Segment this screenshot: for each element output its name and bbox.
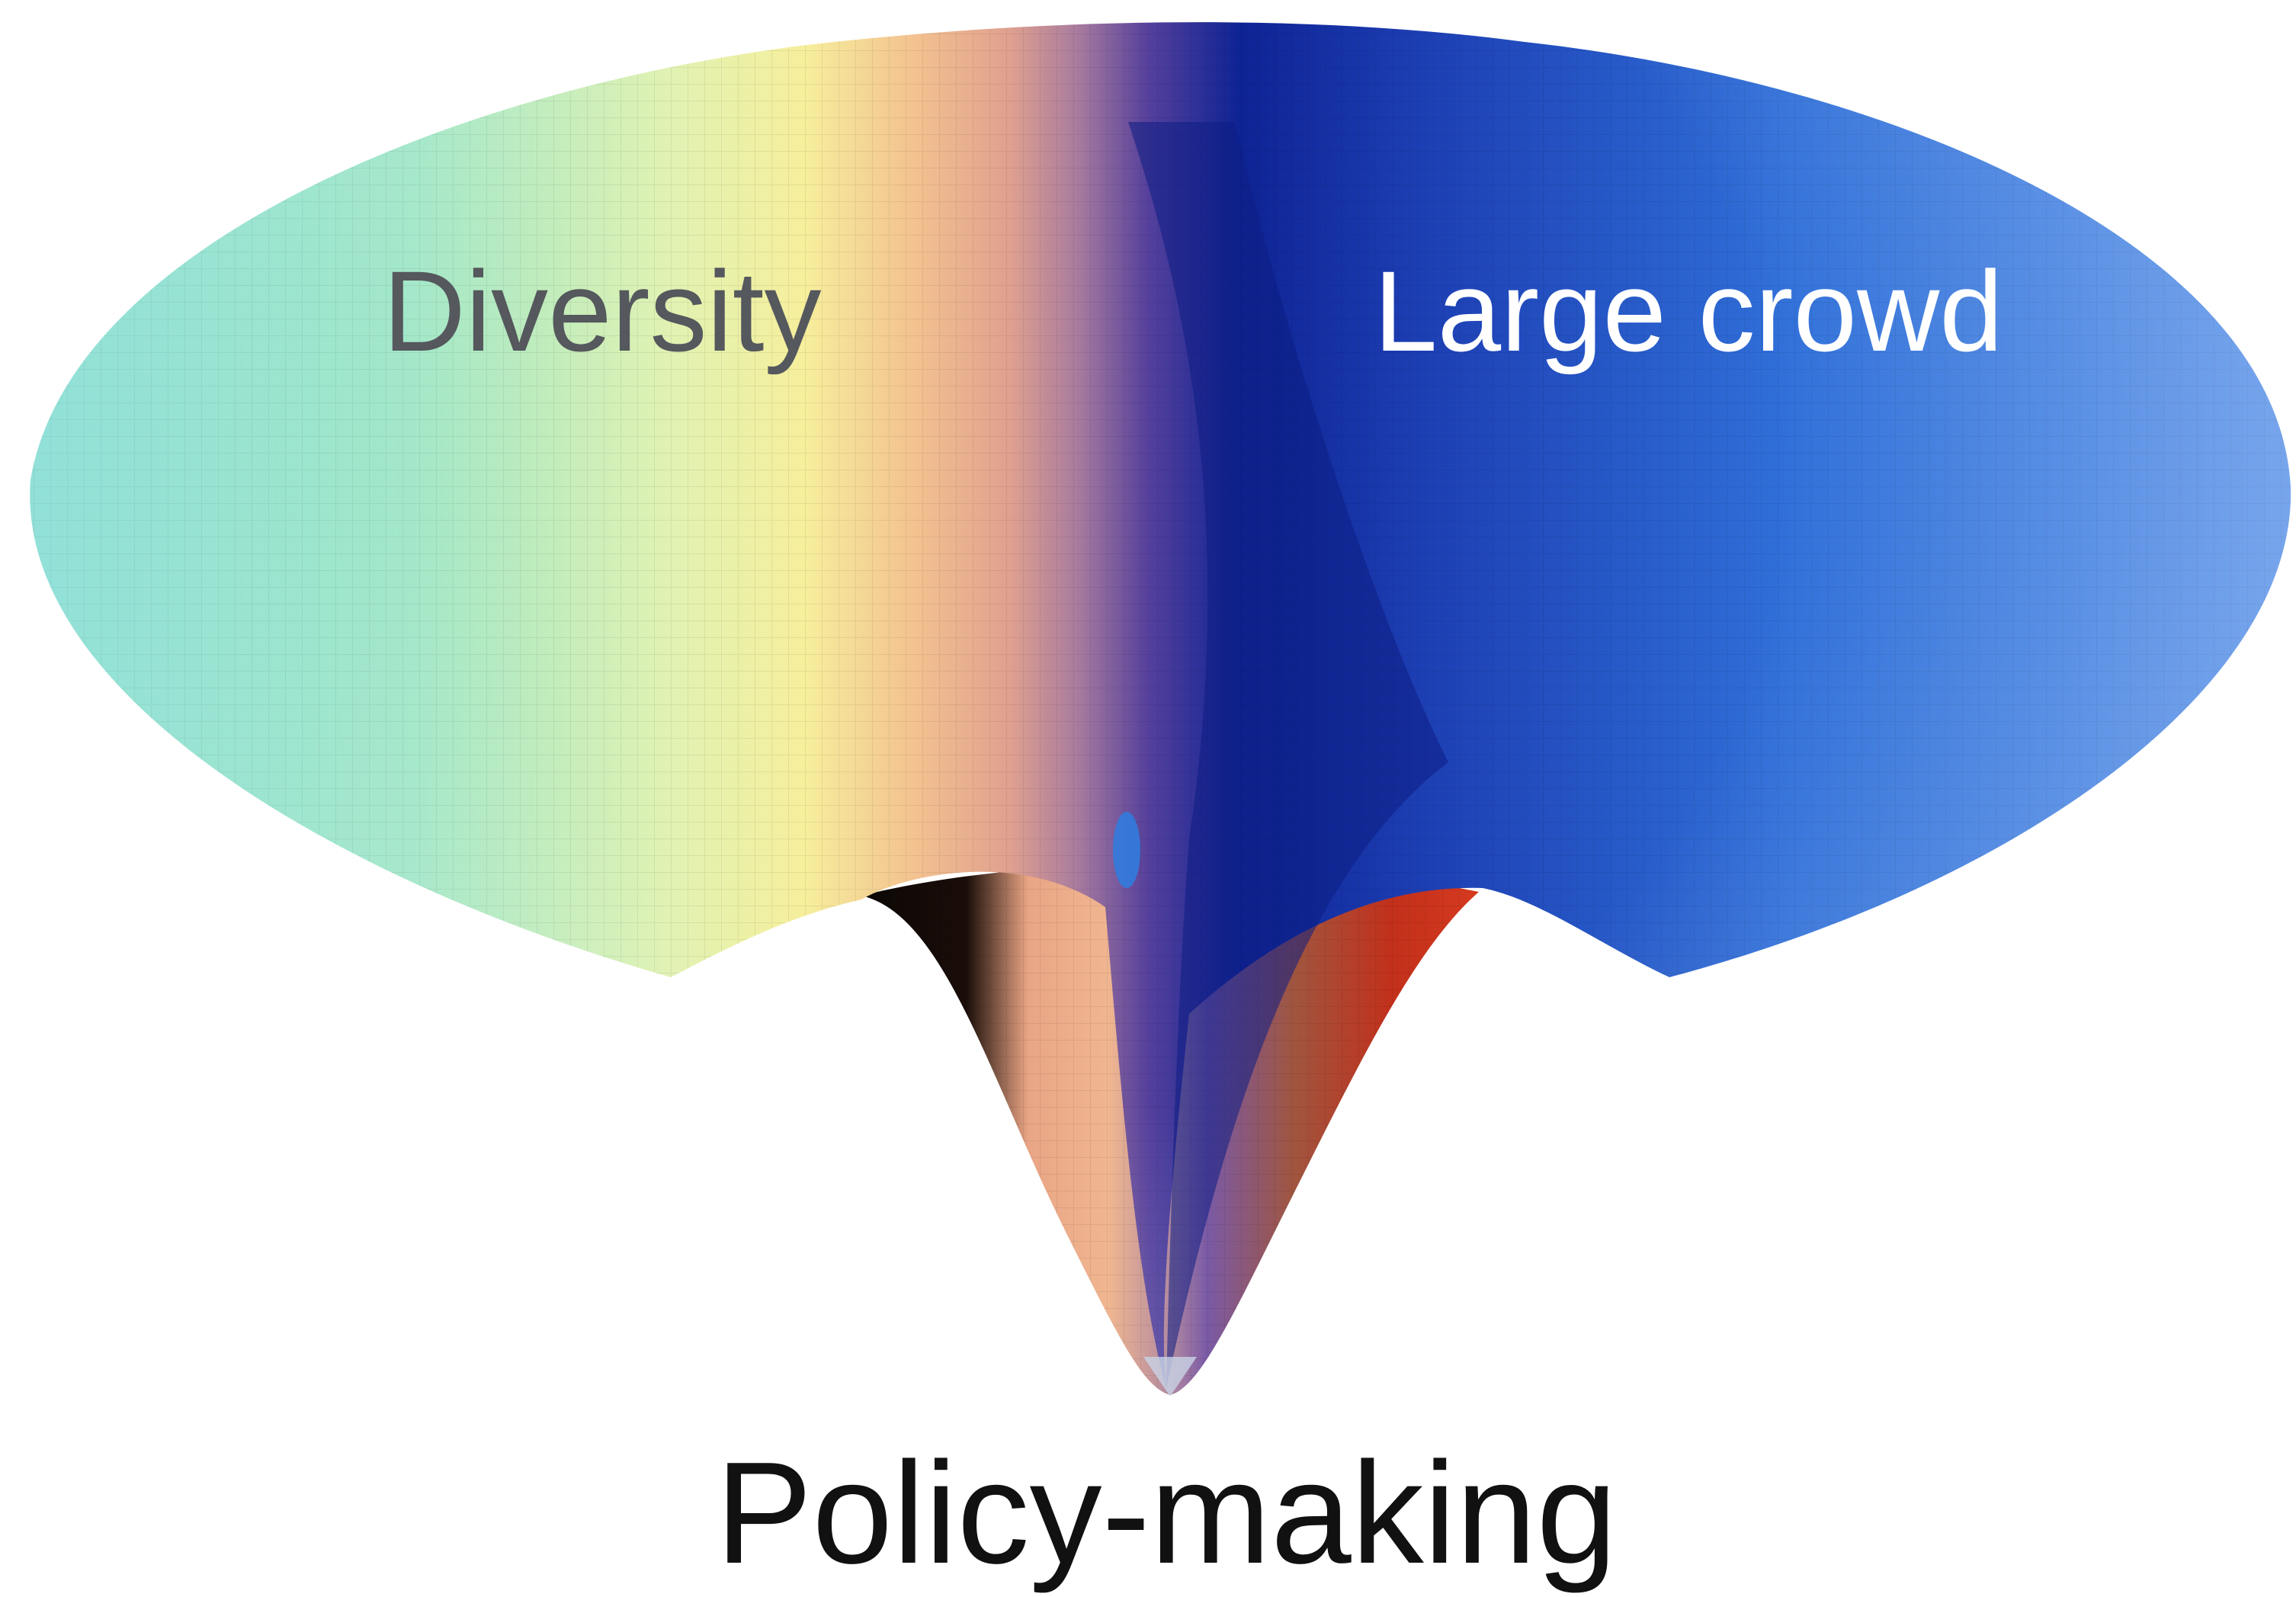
funnel-pinch-highlight (1113, 812, 1140, 888)
diversity-label: Diversity (383, 247, 821, 375)
large-crowd-label: Large crowd (1374, 247, 2003, 375)
funnel-tip (1143, 1357, 1197, 1397)
policy-making-label: Policy-making (716, 1432, 1618, 1594)
funnel-bowl-rim-light (30, 22, 2291, 1387)
funnel-throat-shadow (1128, 122, 1448, 1387)
